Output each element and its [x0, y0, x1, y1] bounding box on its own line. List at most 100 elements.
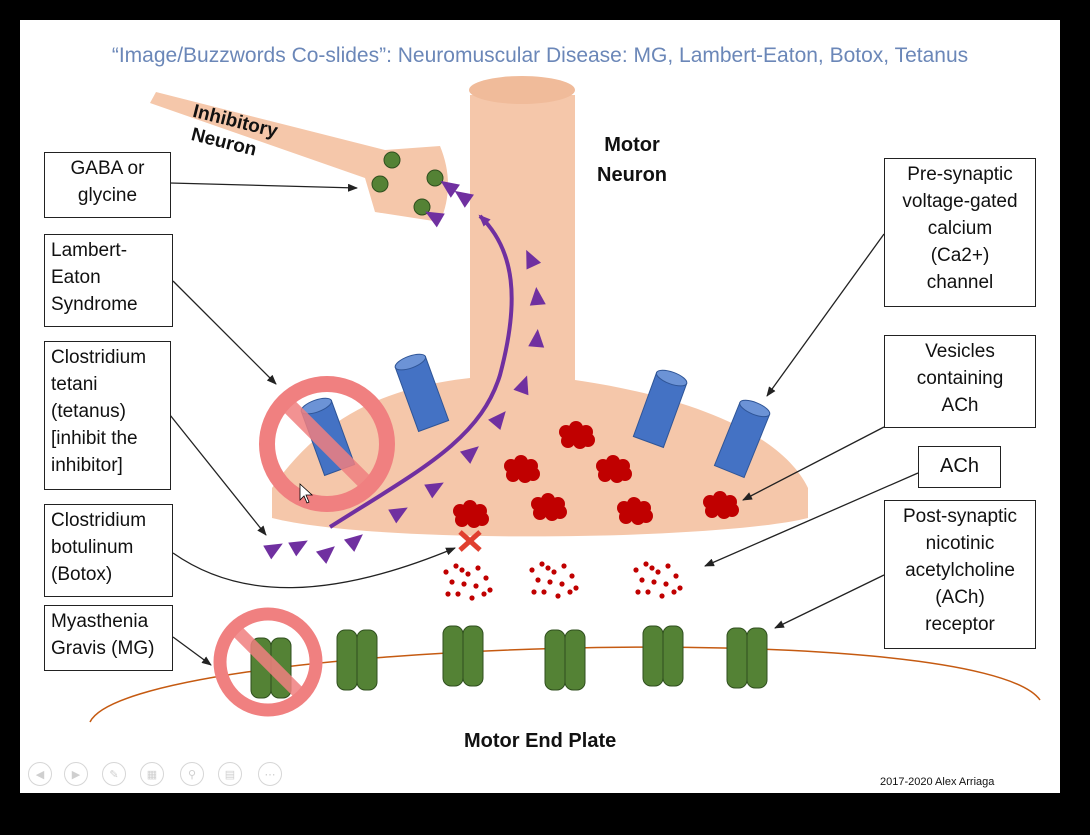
- ach-molecule: [645, 589, 651, 595]
- gaba-vesicle: [413, 198, 431, 216]
- calcium-channel-callout-line: (Ca2+): [930, 245, 990, 266]
- signal-arrowhead: [288, 540, 308, 557]
- calcium-channel: [632, 369, 688, 449]
- clostridium-tetani-callout: Clostridium tetani (tetanus) [inhibit th…: [44, 341, 171, 490]
- released-ach: [443, 561, 683, 601]
- receptor-callout: Post-synaptic nicotinic acetylcholine (A…: [884, 500, 1036, 649]
- ach-molecule: [449, 579, 455, 585]
- ach-receptor-right: [462, 625, 484, 687]
- vesicles-callout-line: containing: [916, 368, 1004, 389]
- ach-vesicle: [617, 497, 653, 525]
- calcium-channel: [394, 353, 450, 433]
- gaba-callout-line: glycine: [77, 185, 138, 206]
- ach-vesicles: [453, 421, 739, 528]
- ach-molecule: [649, 565, 655, 571]
- ach-receptor-right: [356, 629, 378, 691]
- ach-molecule: [461, 581, 467, 587]
- zoom-icon[interactable]: ⚲: [180, 762, 204, 786]
- ach-vesicle-blob: [639, 509, 653, 523]
- ach-molecule: [555, 593, 561, 599]
- signal-arrowhead-shape: [263, 543, 283, 560]
- receptor-callout-line: (ACh): [935, 587, 985, 608]
- ach-vesicle-blob: [514, 463, 528, 477]
- myasthenia-gravis-callout-line: Gravis (MG): [51, 638, 155, 659]
- ach-molecule: [671, 589, 677, 595]
- ach-molecule: [569, 573, 575, 579]
- ach-receptor: [336, 629, 378, 691]
- slide-title: “Image/Buzzwords Co-slides”: Neuromuscul…: [111, 44, 969, 67]
- receptor-callout-line: Post-synaptic: [902, 506, 1018, 527]
- ach-molecule: [475, 565, 481, 571]
- ach-molecule: [481, 591, 487, 597]
- ach-vesicle-blob: [541, 501, 555, 515]
- signal-arrowhead: [454, 190, 474, 208]
- ach-vesicle-blob: [463, 508, 477, 522]
- ach-molecule: [547, 579, 553, 585]
- next-icon[interactable]: ▶: [64, 762, 88, 786]
- ach-molecule: [529, 567, 535, 573]
- signal-arrowhead: [263, 543, 283, 560]
- ach-molecule: [539, 561, 545, 567]
- signal-arrowhead: [440, 180, 460, 198]
- ach-molecule: [473, 583, 479, 589]
- ach-molecule: [465, 571, 471, 577]
- ach-vesicle-blob: [569, 429, 583, 443]
- ach-molecule: [633, 567, 639, 573]
- clostridium-tetani-callout-line: Clostridium: [51, 347, 147, 368]
- ach-callout: ACh: [918, 446, 1001, 488]
- ach-receptor-right: [662, 625, 684, 687]
- signal-arrowhead-shape: [388, 507, 408, 524]
- calcium-channel-top: [655, 369, 688, 387]
- ach-molecule: [573, 585, 579, 591]
- clostridium-tetani-callout-line: inhibitor]: [51, 455, 123, 476]
- ach-vesicle: [703, 491, 739, 519]
- signal-arrowhead: [425, 211, 445, 228]
- ach-molecule: [663, 581, 669, 587]
- gaba-vesicle: [426, 169, 444, 187]
- ach-vesicle-blob: [618, 467, 632, 481]
- ach-molecule: [665, 563, 671, 569]
- ach-molecule: [443, 569, 449, 575]
- gaba-callout-line: GABA or: [70, 158, 145, 179]
- previous-icon[interactable]: ◀: [28, 762, 52, 786]
- ach-molecule: [561, 563, 567, 569]
- lambert-eaton-callout: Lambert- Eaton Syndrome: [44, 234, 173, 327]
- clostridium-botulinum-callout-line: botulinum: [51, 537, 134, 558]
- ach-molecule: [531, 589, 537, 595]
- cursor-icon: [299, 483, 314, 504]
- ach-receptors: [250, 625, 768, 699]
- pen-icon[interactable]: ✎: [102, 762, 126, 786]
- ach-receptor-left: [544, 629, 566, 691]
- calcium-channel: [713, 399, 771, 479]
- signal-arrowhead-shape: [528, 329, 545, 348]
- calcium-channel-top: [739, 399, 771, 418]
- lambert-eaton-callout-line: Eaton: [51, 267, 101, 288]
- ach-molecule: [673, 573, 679, 579]
- copyright: 2017-2020 Alex Arriaga: [880, 776, 995, 788]
- subtitles-icon[interactable]: ▤: [218, 762, 242, 786]
- vesicles-callout-line: Vesicles: [925, 341, 995, 362]
- ach-molecule: [643, 561, 649, 567]
- signal-arrowhead: [488, 411, 506, 431]
- lambert-eaton-prohibition-icon: [259, 376, 395, 512]
- slides-icon[interactable]: ▦: [140, 762, 164, 786]
- calcium-channel-callout-line: channel: [926, 272, 994, 293]
- gaba-vesicle: [383, 151, 401, 169]
- calcium-channel-callout-line: voltage-gated: [902, 191, 1018, 212]
- gaba-vesicles: [371, 151, 444, 216]
- ach-vesicle-blob: [526, 467, 540, 481]
- motor-neuron-label-line: Motor: [604, 134, 660, 156]
- ach-vesicle: [531, 493, 567, 521]
- gaba-vesicle: [371, 175, 389, 193]
- calcium-channel-callout: Pre-synaptic voltage-gated calcium (Ca2+…: [884, 158, 1036, 307]
- ach-vesicle: [559, 421, 595, 449]
- inhibitory-neuron: [150, 92, 448, 222]
- signal-arrowhead: [343, 534, 363, 552]
- signal-arrowhead: [459, 446, 479, 464]
- signal-arrowhead-shape: [529, 287, 546, 306]
- ach-molecule: [445, 591, 451, 597]
- more-icon[interactable]: ⋯: [258, 762, 282, 786]
- ach-receptor: [726, 627, 768, 689]
- ach-vesicle-blob: [725, 503, 739, 517]
- signal-arrowhead: [388, 507, 408, 524]
